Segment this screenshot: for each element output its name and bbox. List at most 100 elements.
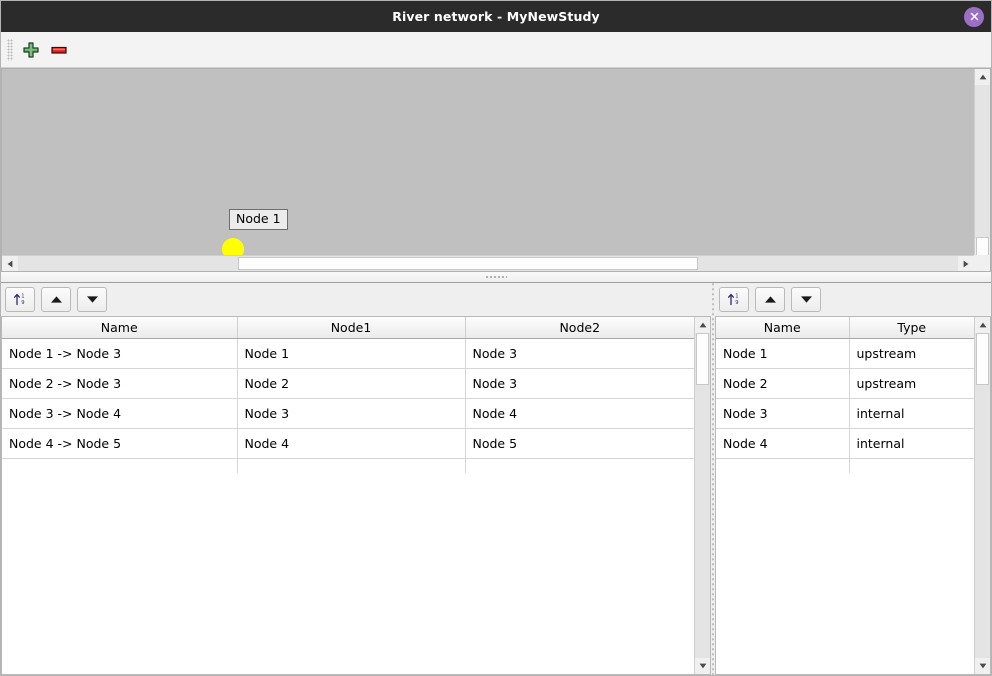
chevron-right-icon — [963, 260, 969, 267]
graph-node-node-1[interactable] — [222, 238, 244, 255]
column-header-node2[interactable]: Node2 — [465, 316, 694, 339]
table-row-empty[interactable] — [2, 458, 694, 473]
table-cell[interactable]: internal — [849, 428, 974, 459]
table-cell[interactable]: Node 5 — [465, 428, 694, 459]
table-cell[interactable]: Node 1 — [716, 338, 850, 369]
column-header-node1[interactable]: Node1 — [237, 316, 466, 339]
move-node-down-button[interactable] — [791, 286, 821, 312]
nodes-scroll-down-button[interactable] — [975, 658, 990, 674]
svg-text:1: 1 — [735, 294, 738, 300]
move-reach-up-button[interactable] — [41, 286, 71, 312]
vertical-splitter[interactable] — [711, 282, 715, 675]
sort-reaches-button[interactable]: 1 9 — [5, 286, 35, 312]
svg-text:1: 1 — [21, 294, 24, 300]
arrow-down-icon — [800, 295, 812, 303]
scrollbar-corner — [974, 254, 990, 271]
move-node-up-button[interactable] — [755, 286, 785, 312]
window-title: River network - MyNewStudy — [392, 9, 600, 24]
nodes-table-scrollbar[interactable] — [974, 316, 990, 674]
column-header-name[interactable]: Name — [716, 316, 850, 339]
table-cell[interactable]: Node 3 — [465, 338, 694, 369]
table-cell[interactable]: Node 2 — [237, 368, 466, 399]
table-cell[interactable]: Node 4 — [716, 428, 850, 459]
table-cell[interactable]: Node 2 -> Node 3 — [2, 368, 238, 399]
close-icon — [970, 12, 978, 21]
table-cell[interactable]: Node 4 — [465, 398, 694, 429]
table-cell[interactable]: Node 1 -> Node 3 — [2, 338, 238, 369]
nodes-scroll-up-button[interactable] — [975, 316, 990, 333]
sort-nodes-button[interactable]: 1 9 — [719, 286, 749, 312]
table-cell-empty[interactable] — [849, 458, 974, 473]
horizontal-splitter[interactable] — [1, 271, 991, 283]
column-header-type[interactable]: Type — [849, 316, 974, 339]
sort-arrow-icon: 1 9 — [727, 294, 739, 306]
scroll-up-button[interactable] — [975, 69, 990, 85]
main-toolbar — [1, 32, 991, 68]
remove-node-button[interactable] — [45, 36, 73, 64]
table-row-empty[interactable] — [716, 458, 974, 473]
table-cell[interactable]: Node 2 — [716, 368, 850, 399]
reaches-toolbar: 1 9 — [1, 282, 711, 316]
nodes-scrollbar-thumb[interactable] — [976, 332, 989, 385]
splitter-grip — [485, 275, 507, 278]
toolbar-drag-handle[interactable] — [7, 38, 13, 61]
reaches-scroll-up-button[interactable] — [695, 316, 710, 333]
reaches-scrollbar-thumb[interactable] — [696, 332, 709, 385]
reaches-scrollbar-track[interactable] — [695, 332, 710, 658]
column-header-name[interactable]: Name — [2, 316, 238, 339]
table-cell[interactable]: Node 3 — [716, 398, 850, 429]
svg-text:9: 9 — [21, 300, 24, 306]
move-reach-down-button[interactable] — [77, 286, 107, 312]
canvas-vertical-scrollbar[interactable] — [974, 69, 990, 271]
table-cell[interactable]: Node 3 -> Node 4 — [2, 398, 238, 429]
nodes-scrollbar-track[interactable] — [975, 332, 990, 658]
reaches-scroll-down-button[interactable] — [695, 658, 710, 674]
scroll-right-button[interactable] — [958, 255, 974, 271]
table-cell[interactable]: upstream — [849, 368, 974, 399]
close-button[interactable] — [964, 6, 984, 27]
node-label-node-1[interactable]: Node 1 — [229, 209, 288, 230]
hscrollbar-thumb[interactable] — [238, 256, 698, 270]
table-cell-empty[interactable] — [2, 458, 238, 473]
vscrollbar-track[interactable] — [975, 85, 990, 239]
table-cell[interactable]: Node 4 -> Node 5 — [2, 428, 238, 459]
reaches-table-scrollbar[interactable] — [694, 316, 710, 674]
table-cell[interactable]: upstream — [849, 338, 974, 369]
table-cell-empty[interactable] — [237, 458, 466, 473]
canvas-horizontal-scrollbar[interactable] — [2, 254, 974, 271]
table-cell-empty[interactable] — [716, 458, 850, 473]
table-cell[interactable]: Node 1 — [237, 338, 466, 369]
add-node-button[interactable] — [17, 36, 45, 64]
table-cell-empty[interactable] — [465, 458, 694, 473]
arrow-down-icon — [86, 295, 98, 303]
arrow-up-icon — [50, 295, 62, 303]
chevron-up-icon — [979, 74, 987, 80]
table-cell[interactable]: internal — [849, 398, 974, 429]
table-cell[interactable]: Node 3 — [237, 398, 466, 429]
table-cell[interactable]: Node 3 — [465, 368, 694, 399]
chevron-left-icon — [7, 260, 13, 267]
scroll-left-button[interactable] — [2, 255, 18, 271]
table-cell[interactable]: Node 4 — [237, 428, 466, 459]
